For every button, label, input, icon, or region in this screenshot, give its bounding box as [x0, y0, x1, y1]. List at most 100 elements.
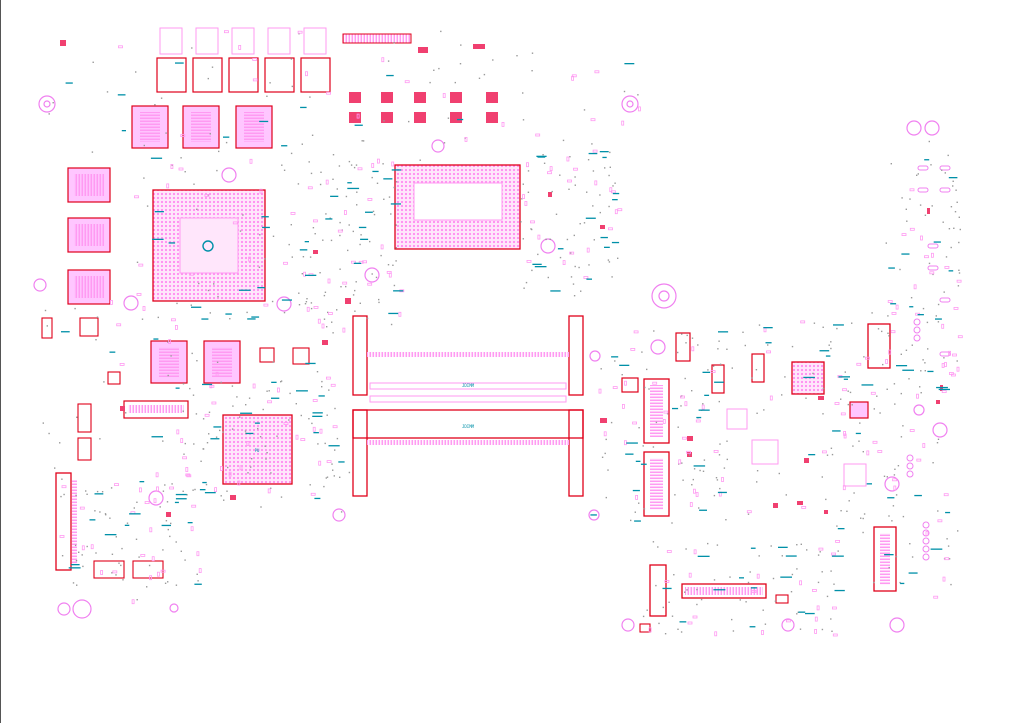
silk-mark: [175, 498, 187, 500]
via: [59, 442, 61, 444]
via: [943, 357, 945, 359]
passive: [547, 171, 552, 175]
via: [674, 494, 676, 496]
silk-mark: [89, 519, 96, 521]
passive: [909, 227, 915, 231]
via: [592, 170, 595, 172]
silk-mark: [300, 106, 307, 109]
via: [831, 630, 833, 632]
via: [301, 143, 303, 145]
passive: [909, 188, 915, 192]
via: [325, 213, 327, 215]
passive: [621, 120, 625, 126]
via: [309, 484, 311, 486]
passive: [276, 387, 280, 393]
silk-mark: [798, 611, 806, 613]
via: [893, 474, 896, 476]
silk-mark: [819, 350, 830, 352]
silk-mark: [632, 489, 640, 492]
via: [772, 577, 775, 580]
via: [180, 157, 182, 159]
via: [103, 381, 105, 383]
passive: [350, 260, 356, 264]
passive: [603, 431, 607, 437]
passive: [678, 459, 682, 465]
via: [118, 562, 120, 564]
silk-mark: [175, 62, 184, 64]
passive: [909, 429, 915, 432]
mounting-holes: [33, 95, 948, 633]
silk-mark: [550, 290, 561, 292]
via: [326, 414, 328, 416]
via: [719, 363, 722, 365]
via: [846, 510, 848, 512]
via: [696, 603, 698, 606]
via: [259, 234, 261, 236]
via: [408, 120, 410, 123]
silk-mark: [271, 397, 280, 399]
via: [54, 467, 56, 469]
via: [858, 440, 860, 442]
via: [937, 510, 939, 512]
via: [942, 221, 944, 223]
via: [115, 536, 117, 538]
passive: [617, 208, 623, 212]
via: [170, 355, 172, 357]
via: [943, 291, 945, 293]
via: [862, 451, 864, 453]
via: [911, 556, 914, 558]
via: [758, 555, 760, 557]
passive: [90, 544, 94, 550]
via: [924, 362, 926, 364]
passive: [843, 433, 847, 439]
via: [345, 285, 347, 288]
via: [871, 312, 873, 314]
via: [209, 312, 211, 314]
via: [926, 321, 929, 324]
via: [601, 456, 604, 458]
via: [390, 323, 393, 326]
via: [44, 309, 47, 312]
via: [213, 283, 215, 285]
via: [599, 194, 601, 196]
passive: [176, 429, 180, 435]
passive: [327, 278, 331, 284]
via: [671, 522, 673, 524]
via: [860, 517, 862, 519]
via: [756, 470, 759, 472]
via: [373, 213, 376, 216]
silk-mark: [210, 438, 220, 440]
via: [852, 445, 854, 447]
passive: [178, 167, 184, 171]
passive: [198, 568, 202, 573]
via: [356, 204, 358, 206]
silk-mark: [785, 555, 797, 557]
via: [52, 102, 54, 104]
via: [716, 544, 719, 546]
via: [887, 332, 889, 334]
via: [935, 315, 937, 317]
via: [895, 494, 898, 496]
silk-mark: [927, 370, 934, 373]
passive: [149, 527, 153, 533]
passive: [944, 362, 947, 367]
via: [382, 163, 384, 165]
silk-mark: [626, 442, 638, 444]
via: [817, 581, 820, 584]
via: [800, 543, 802, 545]
via: [887, 315, 889, 317]
via: [75, 494, 77, 497]
via: [192, 394, 195, 396]
via: [950, 206, 953, 208]
via: [312, 227, 315, 229]
silk-mark: [933, 241, 941, 243]
via: [895, 555, 898, 558]
via: [580, 290, 582, 292]
via: [691, 484, 693, 486]
via: [356, 191, 358, 193]
via: [419, 159, 421, 161]
passive: [252, 383, 256, 389]
via: [223, 499, 225, 501]
silk-mark: [890, 303, 897, 305]
passive: [156, 486, 159, 492]
